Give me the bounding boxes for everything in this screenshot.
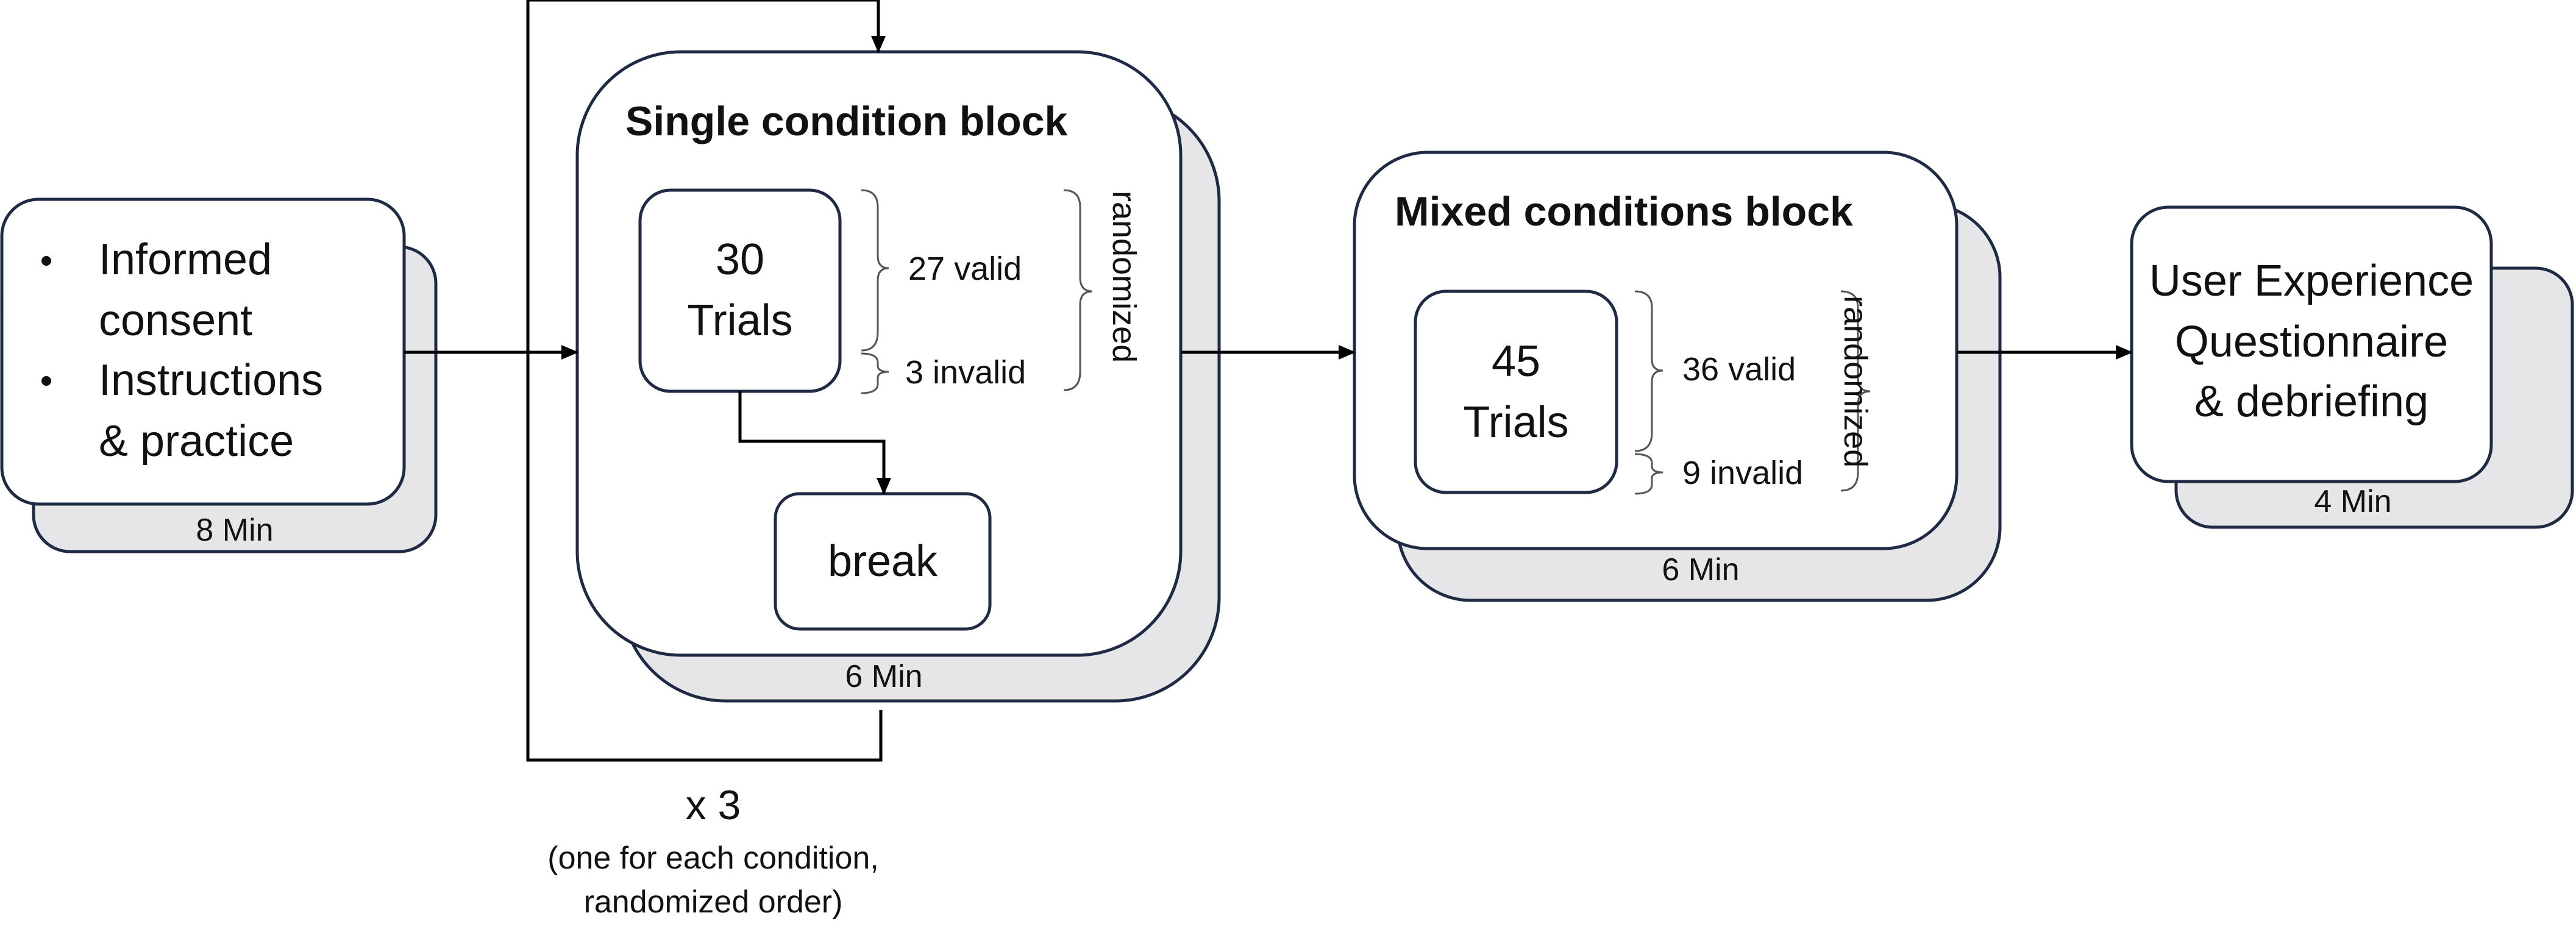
single-block-title: Single condition block: [625, 98, 1068, 144]
repeat-count: x 3: [685, 782, 741, 828]
single-valid-bracket: [861, 189, 889, 352]
intro-bullet-2-line-1: Instructions: [99, 356, 324, 405]
repeat-note-line-1: (one for each condition,: [547, 841, 879, 876]
loop-line: [526, 0, 886, 762]
intro-bullet-1-line-2: consent: [99, 296, 253, 345]
bullet-dot-2: [41, 376, 51, 386]
repeat-note-line-2: randomized order): [583, 884, 843, 920]
single-trials-box: [638, 188, 842, 393]
single-trials-label: Trials: [687, 296, 793, 345]
mixed-valid-label: 36 valid: [1682, 351, 1796, 388]
ueq-line-2: Questionnaire: [2174, 318, 2449, 366]
single-invalid-bracket: [861, 352, 889, 394]
single-invalid-label: 3 invalid: [905, 354, 1026, 391]
mixed-trials-count: 45: [1491, 337, 1541, 386]
break-label: break: [827, 537, 938, 586]
ueq-duration: 4 Min: [2314, 484, 2392, 519]
mixed-trials-label: Trials: [1463, 398, 1569, 447]
single-randomized-label: randomized: [1106, 191, 1142, 363]
mixed-valid-bracket: [1634, 290, 1663, 452]
ueq-line-3: & debriefing: [2194, 377, 2429, 426]
ueq-box: [2130, 205, 2493, 483]
mixed-duration: 6 Min: [1662, 552, 1740, 588]
intro-duration: 8 Min: [196, 513, 274, 548]
ueq-line-1: User Experience: [2149, 257, 2474, 305]
mixed-randomized-label: randomized: [1837, 296, 1874, 468]
single-randomized-bracket: [1063, 189, 1093, 391]
bullet-dot-1: [41, 256, 51, 266]
intro-bullet-2-line-2: & practice: [99, 417, 294, 466]
single-valid-label: 27 valid: [908, 251, 1022, 287]
mixed-invalid-label: 9 invalid: [1682, 455, 1804, 491]
mixed-block-title: Mixed conditions block: [1395, 188, 1853, 235]
single-trials-count: 30: [715, 235, 765, 284]
mixed-randomized-bracket: [1840, 290, 1871, 492]
mixed-invalid-bracket: [1634, 453, 1663, 495]
mixed-trials-box: [1414, 290, 1618, 494]
arrow-trials-to-break: [738, 391, 891, 495]
single-duration: 6 Min: [845, 659, 923, 694]
intro-bullet-1-line-1: Informed: [99, 235, 272, 284]
